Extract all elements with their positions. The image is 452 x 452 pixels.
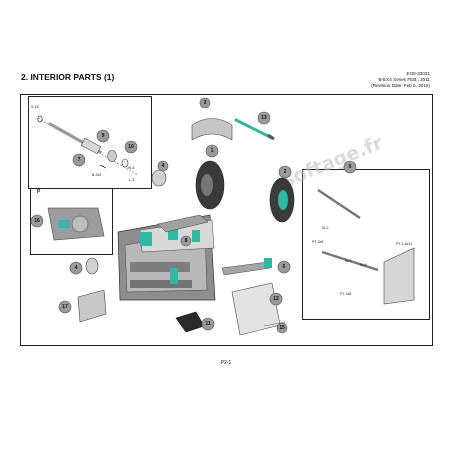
svg-text:8: 8 <box>185 238 188 244</box>
bushing-part <box>80 137 102 155</box>
svg-text:4: 4 <box>162 163 165 169</box>
teal-holder-left <box>140 232 152 246</box>
callout-7: 7 <box>72 153 86 167</box>
sensor-cover-part <box>383 247 415 305</box>
black-bracket-part <box>175 311 205 333</box>
callout-9: 9 <box>96 129 110 143</box>
svg-text:15: 15 <box>279 325 285 331</box>
svg-text:9: 9 <box>102 133 105 139</box>
teal-holder-center <box>168 228 178 240</box>
callout-1: 1 <box>205 144 219 158</box>
doc-number: EO8-33031 <box>406 71 431 76</box>
svg-text:12: 12 <box>273 296 279 302</box>
svg-text:13: 13 <box>261 115 267 121</box>
callout-2: 2 <box>278 165 292 179</box>
svg-text:4: 4 <box>75 265 78 271</box>
callout-8: 8 <box>180 235 192 247</box>
teal-lever <box>170 268 178 284</box>
sensor-arm-teal <box>264 258 272 268</box>
watermark-text: softage.fr <box>279 132 386 192</box>
svg-text:5: 5 <box>349 164 352 170</box>
callout-6: 6 <box>277 260 291 274</box>
label-w2: W-2 <box>322 226 329 230</box>
sensor-inset-drawing: W-2 PT-3x6 W-4 W-6 PT-3x8 PT-1.6x11 <box>312 189 415 305</box>
label-pt1-6x11: PT-1.6x11 <box>396 242 412 246</box>
label-p: P <box>37 189 41 195</box>
screw-part <box>99 164 107 169</box>
motor-detail-inset <box>30 188 113 255</box>
sensor-arm-part <box>221 261 271 276</box>
label-b3x3: B-3x3 <box>92 173 101 177</box>
teal-rod-part <box>234 118 274 140</box>
svg-text:7: 7 <box>78 157 81 163</box>
svg-text:10: 10 <box>128 144 134 150</box>
gear-part <box>107 150 117 162</box>
callout-10: 10 <box>124 140 138 154</box>
gear-part-lower <box>85 257 99 275</box>
svg-text:16: 16 <box>34 218 40 224</box>
sensor-rail-upper <box>317 189 361 219</box>
motor-detail-drawing: P <box>37 189 105 241</box>
label-w4b: W-4 <box>345 259 352 263</box>
gear-part-upper <box>151 169 167 187</box>
page-number: P2-1 <box>220 360 232 366</box>
callout-4-upper: 4 <box>157 160 169 172</box>
e-ring-part <box>37 115 43 123</box>
label-pt3x8: PT-3x8 <box>340 292 351 296</box>
doc-series: B-EX4 Series FEB., 2011 <box>378 76 431 82</box>
callout-5: 5 <box>343 160 357 174</box>
ribbon-supply-holder <box>191 118 233 210</box>
svg-text:17: 17 <box>62 304 68 310</box>
callout-4-lower: 4 <box>69 261 83 275</box>
shaft-assembly-drawing: S-15 W-4 L-3 B-3x3 <box>31 105 139 182</box>
svg-text:2: 2 <box>284 169 287 175</box>
label-s15: S-15 <box>31 105 39 109</box>
svg-text:6: 6 <box>283 264 286 270</box>
callout-13: 13 <box>257 111 271 125</box>
label-w4: W-4 <box>128 166 135 170</box>
label-l3: L-3 <box>129 178 134 182</box>
doc-revision: (Revision Date: Feb 6, 2016) <box>371 82 430 88</box>
sensor-rail-lower <box>321 250 379 272</box>
svg-text:11: 11 <box>205 321 211 327</box>
callout-11: 11 <box>201 317 215 331</box>
cover-plate-part <box>231 282 281 336</box>
diagram-frame <box>20 94 433 346</box>
callout-17: 17 <box>58 300 72 314</box>
platen-roller <box>130 262 190 272</box>
sensor-detail-inset <box>302 169 430 320</box>
callout-3: 3 <box>199 97 211 109</box>
ribbon-rewind-spool <box>269 177 295 223</box>
motor-gear-teal <box>58 220 70 228</box>
teal-holder-right <box>192 230 200 242</box>
callout-15: 15 <box>276 322 288 334</box>
callout-12: 12 <box>269 292 283 306</box>
document-info: EO8-33031 B-EX4 Series FEB., 2011 (Revis… <box>371 71 430 88</box>
washer-part <box>121 158 129 168</box>
page-title: 2. INTERIOR PARTS (1) <box>21 72 115 82</box>
label-pt3x6-a: PT-3x6 <box>312 240 323 244</box>
callout-16: 16 <box>30 214 44 228</box>
printer-chassis <box>117 214 216 301</box>
mount-bracket-part <box>77 289 107 323</box>
svg-text:1: 1 <box>211 148 214 154</box>
label-w6: W-6 <box>360 263 367 267</box>
svg-text:3: 3 <box>204 100 207 106</box>
